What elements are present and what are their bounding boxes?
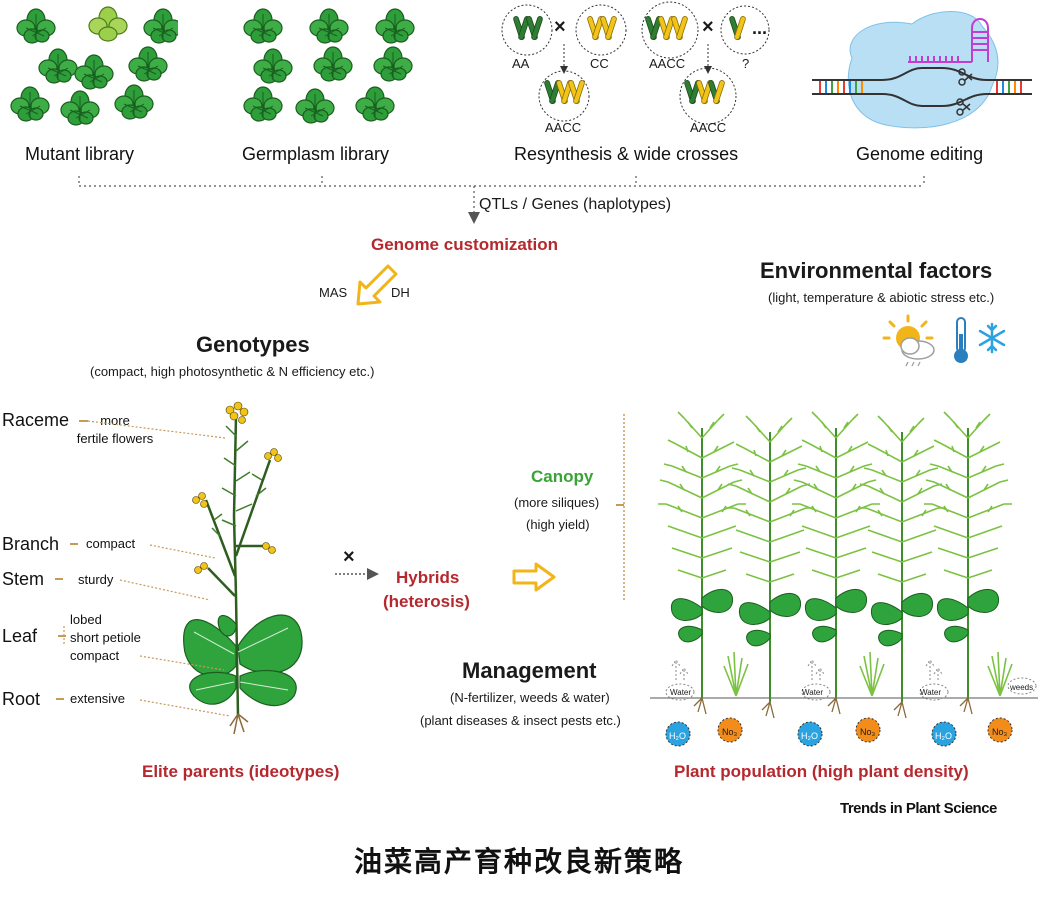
genotypes-subtitle: (compact, high photosynthetic & N effici… bbox=[90, 364, 375, 379]
environment-icons bbox=[882, 314, 1006, 367]
cross-right-symbol: × bbox=[702, 16, 714, 38]
no3-label-1: No₃ bbox=[722, 727, 738, 737]
management-line1: (N-fertilizer, weeds & water) bbox=[450, 690, 610, 705]
plant-part-root: Root bbox=[2, 689, 41, 709]
water-label-3: Water bbox=[920, 688, 942, 697]
plant-part-branch: Branch bbox=[2, 534, 60, 554]
weeds-label: weeds bbox=[1010, 683, 1034, 692]
plant-attr-leaf: lobed short petiole compact bbox=[70, 612, 141, 663]
management-title: Management bbox=[462, 658, 597, 683]
chromosome-label-aacc-right: AACC bbox=[690, 120, 727, 135]
plant-attr-root: extensive bbox=[70, 691, 125, 706]
snowflake-icon bbox=[978, 322, 1006, 354]
thermometer-icon bbox=[954, 317, 968, 363]
chromosome-label-cc: CC bbox=[590, 56, 609, 71]
plant-population-label: Plant population (high plant density) bbox=[674, 762, 969, 781]
canopy-line2: (high yield) bbox=[526, 517, 590, 532]
figure-caption: 油菜高产育种改良新策略 bbox=[353, 845, 684, 878]
genotypes-title: Genotypes bbox=[196, 332, 310, 357]
qtl-label: QTLs / Genes (haplotypes) bbox=[479, 196, 672, 213]
cross-left-symbol: × bbox=[554, 16, 566, 38]
canopy-title: Canopy bbox=[531, 467, 594, 486]
to-population-arrow bbox=[512, 562, 556, 592]
no3-label-3: No₃ bbox=[992, 727, 1008, 737]
hybrids-subtitle: (heterosis) bbox=[383, 592, 470, 611]
canopy-line1: (more siliques) bbox=[514, 495, 600, 510]
mas-dh-arrow bbox=[356, 264, 398, 306]
genome-editing-illustration bbox=[812, 11, 1032, 129]
water-label-2: Water bbox=[802, 688, 824, 697]
sun-cloud-icon bbox=[882, 314, 935, 367]
chromosome-label-unknown: ? bbox=[742, 56, 750, 71]
canopy-bracket bbox=[616, 414, 625, 600]
source-label-mutant: Mutant library bbox=[25, 144, 135, 164]
plant-population-illustration bbox=[650, 411, 1038, 747]
hybrid-cross-symbol: × bbox=[343, 546, 355, 568]
ideotype-plant-illustration bbox=[183, 401, 303, 735]
mas-label: MAS bbox=[319, 285, 348, 300]
hybrids-title: Hybrids bbox=[396, 568, 460, 587]
elite-parents-label: Elite parents (ideotypes) bbox=[142, 762, 340, 781]
chromosome-ellipsis: ... bbox=[752, 18, 768, 38]
genome-customization-label: Genome customization bbox=[371, 235, 559, 254]
chromosome-label-aacc-left: AACC bbox=[545, 120, 582, 135]
environment-title: Environmental factors bbox=[760, 258, 993, 283]
plant-part-raceme: Raceme bbox=[2, 410, 70, 430]
chromosome-label-aa: AA bbox=[512, 56, 530, 71]
h2o-label-1: H₂O bbox=[669, 731, 686, 741]
plant-part-leaf: Leaf bbox=[2, 626, 38, 646]
source-connector bbox=[78, 176, 925, 224]
source-label-germplasm: Germplasm library bbox=[242, 144, 390, 164]
dh-label: DH bbox=[391, 285, 410, 300]
plant-part-stem: Stem bbox=[2, 569, 45, 589]
plant-attr-stem: sturdy bbox=[78, 572, 114, 587]
source-label-genome-editing: Genome editing bbox=[856, 144, 984, 164]
no3-label-2: No₃ bbox=[860, 727, 876, 737]
management-line2: (plant diseases & insect pests etc.) bbox=[420, 713, 621, 728]
plant-attr-raceme: more fertile flowers bbox=[76, 413, 154, 446]
plant-part-pointers bbox=[55, 420, 231, 717]
chromosome-label-aacc-top: AACC bbox=[649, 56, 686, 71]
environment-subtitle: (light, temperature & abiotic stress etc… bbox=[768, 290, 995, 305]
brand-label: Trends in Plant Science bbox=[840, 800, 997, 817]
source-label-resynthesis: Resynthesis & wide crosses bbox=[514, 144, 739, 164]
h2o-label-3: H₂O bbox=[935, 731, 952, 741]
mutant-library-illustration bbox=[10, 6, 178, 126]
to-hybrid-arrow bbox=[335, 568, 379, 580]
wide-crosses-illustration bbox=[501, 1, 770, 125]
water-label-1: Water bbox=[670, 688, 692, 697]
plant-attr-branch: compact bbox=[86, 536, 136, 551]
germplasm-library-illustration bbox=[243, 8, 415, 124]
h2o-label-2: H₂O bbox=[801, 731, 818, 741]
